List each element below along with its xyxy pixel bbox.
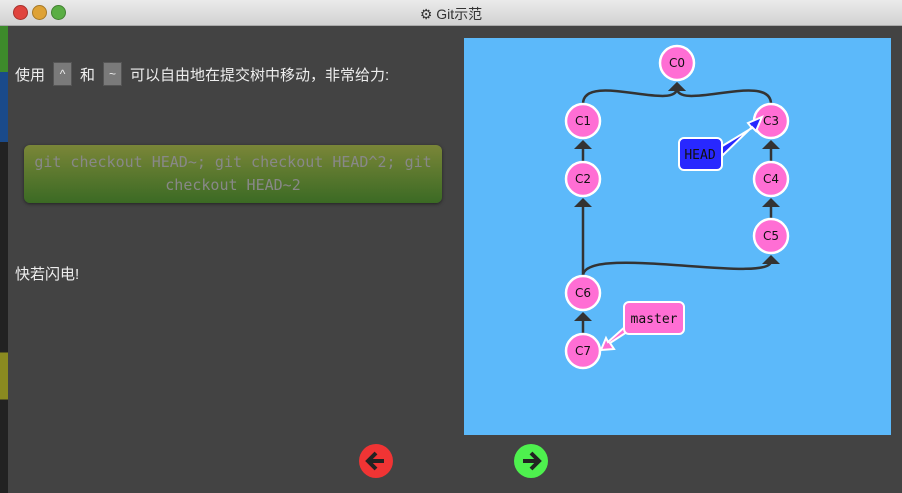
intro-paragraph: 使用 ^ 和 ~ 可以自由地在提交树中移动，非常给力: <box>15 62 389 86</box>
edge-arrowhead <box>668 82 686 91</box>
commit-node[interactable] <box>658 44 696 82</box>
intro-suffix: 可以自由地在提交树中移动，非常给力: <box>130 66 390 84</box>
arrow-left-icon <box>365 451 384 471</box>
edge-arrowhead <box>762 140 780 149</box>
edge-arrowhead <box>574 312 592 321</box>
commit-edge <box>581 87 679 105</box>
commit-label: C3 <box>763 114 779 128</box>
edge-arrowhead <box>762 255 780 264</box>
gear-icon: ⚙ <box>419 6 433 22</box>
commit-edge <box>675 87 773 105</box>
edge-arrowhead <box>574 198 592 207</box>
commit-label: C0 <box>669 56 685 70</box>
forward-button[interactable] <box>514 444 548 478</box>
commit-label: C5 <box>763 229 779 243</box>
branch-label-box[interactable] <box>623 301 685 335</box>
commit-label: C1 <box>575 114 591 128</box>
commit-label: C6 <box>575 286 591 300</box>
title-bar: ⚙ Git示范 <box>0 0 902 26</box>
window-title: ⚙ Git示范 <box>0 4 902 24</box>
closing-text: 快若闪电! <box>15 266 80 283</box>
commit-node[interactable] <box>564 274 602 312</box>
window-title-text: Git示范 <box>436 6 483 22</box>
commit-label: C4 <box>763 172 779 186</box>
edge-arrowhead <box>574 140 592 149</box>
back-button[interactable] <box>359 444 393 478</box>
intro-prefix: 使用 <box>15 66 46 84</box>
edge-arrowhead <box>762 198 780 207</box>
commit-node[interactable] <box>752 217 790 255</box>
arrow-right-icon <box>523 451 542 471</box>
close-button[interactable] <box>13 5 28 20</box>
commit-node[interactable] <box>752 160 790 198</box>
commit-node[interactable] <box>564 160 602 198</box>
minimize-button[interactable] <box>32 5 47 20</box>
head-pointer-arrow <box>717 115 764 157</box>
branch-label: master <box>631 312 678 327</box>
commit-node[interactable] <box>564 102 602 140</box>
head-label: HEAD <box>684 148 715 163</box>
commit-label: C7 <box>575 344 591 358</box>
tilde-key: ~ <box>103 62 123 86</box>
commit-edge <box>581 260 773 277</box>
command-block[interactable]: git checkout HEAD~; git checkout HEAD^2;… <box>24 145 442 203</box>
head-label-box[interactable] <box>678 137 723 171</box>
background-window-strip <box>0 25 8 493</box>
zoom-button[interactable] <box>51 5 66 20</box>
intro-and: 和 <box>80 66 96 84</box>
commit-label: C2 <box>575 172 591 186</box>
caret-key: ^ <box>53 62 73 86</box>
